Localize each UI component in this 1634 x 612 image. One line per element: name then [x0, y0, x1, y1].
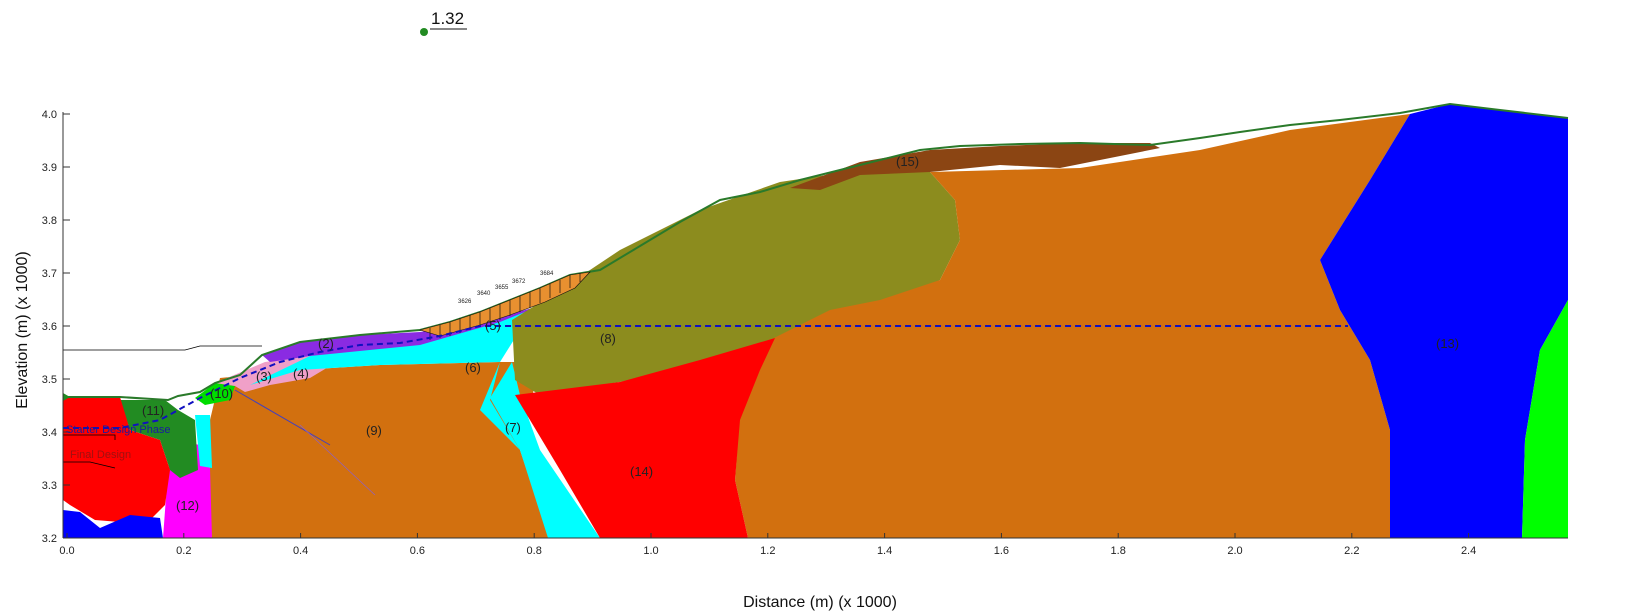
region-label-3: (3) — [256, 369, 272, 384]
region-label-6: (6) — [465, 360, 481, 375]
slip-chord-2 — [299, 424, 376, 496]
region-label-2: (2) — [318, 336, 334, 351]
slice-label: 3640 — [477, 291, 491, 297]
region-orange-main — [735, 114, 1410, 538]
cyan-strip-left — [195, 415, 212, 468]
design-line-2 — [63, 434, 116, 440]
region-label-11: (11) — [142, 403, 164, 418]
region-label-9: (9) — [366, 423, 382, 438]
ground-surface — [63, 102, 1569, 402]
y-tick-label: 3.8 — [42, 215, 57, 227]
y-tick-label: 3.3 — [42, 480, 57, 492]
region-8 — [512, 170, 960, 395]
region-2 — [262, 300, 560, 362]
region-label-13: (13) — [1436, 336, 1459, 351]
slice-label: 3626 — [458, 299, 472, 305]
x-tick-label: 1.4 — [877, 545, 892, 557]
x-tick-label: 2.2 — [1344, 545, 1359, 557]
slip-chord — [234, 389, 331, 446]
factor-of-safety: 1.32 — [431, 9, 464, 28]
region-label-7: (7) — [505, 420, 521, 435]
region-11 — [120, 400, 198, 478]
region-blue-left — [63, 510, 163, 538]
x-axis-title: Distance (m) (x 1000) — [743, 594, 897, 611]
x-tick-label: 2.0 — [1227, 545, 1242, 557]
x-tick-label: 1.2 — [760, 545, 775, 557]
slip-center-icon — [420, 28, 428, 36]
x-tick-label: 2.4 — [1461, 545, 1476, 557]
region-label-12: (12) — [176, 498, 199, 513]
slice-label: 3655 — [495, 285, 509, 291]
x-tick-label: 0.6 — [410, 545, 425, 557]
y-tick-label: 3.5 — [42, 374, 57, 386]
x-tick-label: 1.8 — [1111, 545, 1126, 557]
region-13 — [1320, 104, 1568, 538]
y-tick-label: 3.4 — [42, 427, 57, 439]
region-green-right — [1522, 300, 1568, 538]
y-tick-label: 3.6 — [42, 321, 57, 333]
design-line-3 — [63, 461, 116, 469]
design-line-1 — [63, 345, 262, 351]
x-tick-label: 0.8 — [527, 545, 542, 557]
region-red-left — [63, 397, 170, 522]
water-table — [63, 325, 1348, 429]
y-tick-label: 3.9 — [42, 162, 57, 174]
left-marker-icon — [63, 393, 70, 401]
region-label-15: (15) — [896, 154, 919, 169]
y-tick-label: 4.0 — [42, 109, 57, 121]
region-15 — [790, 143, 1160, 190]
x-tick-label: 1.0 — [643, 545, 658, 557]
region-label-14: (14) — [630, 464, 653, 479]
slice-label: 3684 — [540, 271, 554, 277]
region-label-4: (4) — [293, 366, 309, 381]
region-label-5: (5) — [485, 318, 501, 333]
x-ticks: 0.0 0.2 0.4 0.6 0.8 1.0 1.2 1.4 1.6 1.8 2.0 2.2 2.4 — [59, 533, 1476, 557]
region-label-8: (8) — [600, 331, 616, 346]
x-tick-label: 0.0 — [59, 545, 74, 557]
region-7 — [490, 362, 600, 538]
region-10 — [195, 383, 235, 405]
x-tick-label: 1.6 — [994, 545, 1009, 557]
starter-design-label: Starter Design Phase — [66, 424, 171, 436]
x-tick-label: 0.4 — [293, 545, 308, 557]
region-14 — [515, 338, 775, 538]
region-9 — [210, 362, 550, 538]
region-6 — [250, 298, 600, 538]
x-tick-label: 0.2 — [176, 545, 191, 557]
y-ticks: 3.2 3.3 3.4 3.5 3.6 3.7 3.8 3.9 4.0 — [42, 109, 70, 545]
region-label-10: (10) — [210, 386, 233, 401]
final-design-label: Final Design — [70, 449, 131, 461]
y-tick-label: 3.2 — [42, 533, 57, 545]
y-tick-label: 3.7 — [42, 268, 57, 280]
slice-label: 3672 — [512, 279, 526, 285]
y-axis-title: Elevation (m) (x 1000) — [14, 251, 31, 408]
